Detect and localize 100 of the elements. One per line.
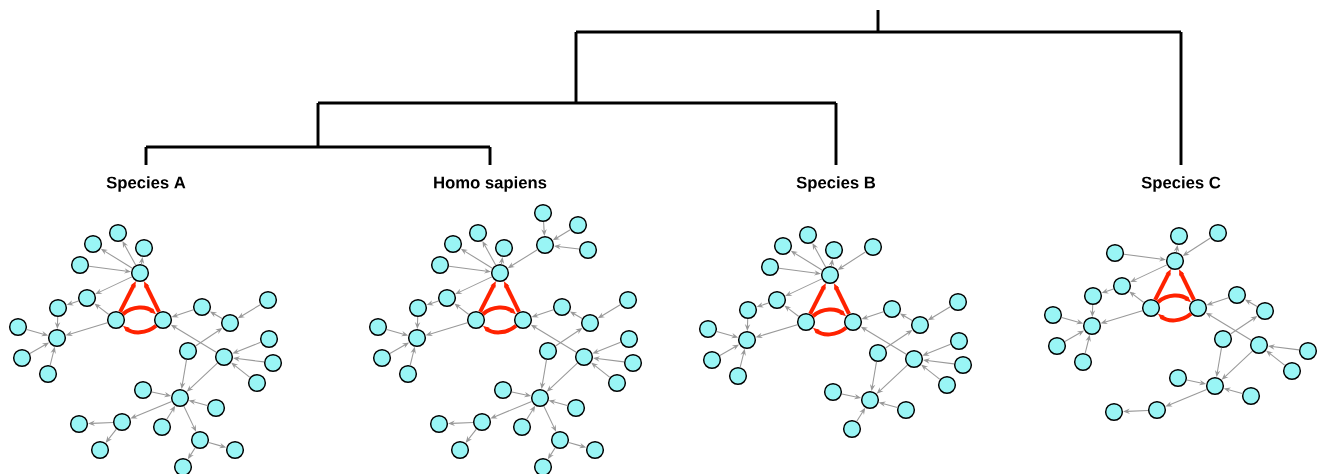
network-node (77, 288, 97, 308)
network-node (258, 290, 278, 310)
network-node (173, 457, 193, 474)
network-node (398, 364, 418, 384)
species-label: Homo sapiens (434, 176, 547, 192)
network-node (408, 298, 428, 318)
network-node (937, 375, 957, 395)
network-node (910, 315, 930, 335)
network-node (48, 298, 68, 318)
network-node (468, 223, 488, 243)
network-node (206, 398, 226, 418)
network-node (619, 329, 639, 349)
arrow (1129, 291, 1145, 304)
network-node (860, 390, 880, 410)
network-node (1227, 285, 1247, 305)
network-node (1043, 305, 1063, 325)
network-node (842, 419, 862, 439)
network-node (47, 328, 67, 348)
network-node (178, 341, 198, 361)
network-node (106, 310, 126, 330)
arrow (95, 276, 133, 295)
network-node (738, 300, 758, 320)
network-node (214, 347, 234, 367)
network-node (760, 257, 780, 277)
network-node (372, 348, 392, 368)
network-node (796, 312, 816, 332)
arrow (591, 362, 611, 378)
network-node (513, 310, 533, 330)
network-node (948, 292, 968, 312)
arrow (778, 267, 821, 276)
network-node (949, 331, 969, 351)
network-node (450, 440, 470, 460)
network-node (153, 310, 173, 330)
arrow (833, 283, 851, 315)
network-node (108, 223, 128, 243)
network-node (112, 412, 132, 432)
network-node (767, 290, 787, 310)
arrow (784, 305, 800, 318)
network-node (1047, 336, 1067, 356)
species-label: Species A (106, 176, 186, 192)
network-node (152, 417, 172, 437)
network-node (1112, 276, 1132, 296)
network-node (1249, 335, 1269, 355)
network-node (70, 255, 90, 275)
network-node (1141, 298, 1161, 318)
network-node (1147, 400, 1167, 420)
network-node (535, 235, 555, 255)
network-node (512, 417, 532, 437)
arrow (144, 281, 161, 313)
network-node (843, 312, 863, 332)
arrow (923, 358, 955, 365)
network-node (1188, 298, 1208, 318)
species-label: Species B (796, 176, 876, 192)
arrow (785, 278, 823, 297)
arrow (504, 281, 521, 313)
network-node (466, 310, 486, 330)
arrow (123, 324, 158, 335)
network-node (868, 343, 888, 363)
network-node (574, 347, 594, 367)
network-node (533, 203, 553, 223)
network-node (1298, 341, 1318, 361)
network-node (1282, 361, 1302, 381)
network-node (225, 440, 245, 460)
network-node (493, 380, 513, 400)
network-node (8, 317, 28, 337)
arrow (448, 265, 491, 274)
arrow (1266, 350, 1286, 366)
network-node (12, 348, 32, 368)
network-node (863, 237, 883, 257)
network-node (824, 240, 844, 260)
network-node (247, 373, 267, 393)
network-node (430, 255, 450, 275)
network-node (1169, 226, 1189, 246)
network-node (737, 330, 757, 350)
network-node (134, 238, 154, 258)
network-node (437, 288, 457, 308)
species-label: Species C (1141, 176, 1221, 192)
network-node (259, 329, 279, 349)
network-node (1073, 352, 1093, 372)
network-node (490, 263, 510, 283)
network-node (133, 380, 153, 400)
network-node (368, 317, 388, 337)
network-node (580, 313, 600, 333)
network-node (552, 297, 572, 317)
network-node (904, 349, 924, 369)
arrow (478, 281, 496, 313)
network-node (83, 234, 103, 254)
network-node (728, 366, 748, 386)
arrow (554, 244, 580, 250)
network-node (220, 313, 240, 333)
arrow (1123, 253, 1166, 262)
network-node (607, 373, 627, 393)
network-node (623, 353, 643, 373)
network-node (1241, 386, 1261, 406)
arrow (543, 405, 557, 432)
arrow (593, 356, 625, 363)
network-node (702, 350, 722, 370)
network-node (1105, 243, 1125, 263)
arrow (1130, 264, 1168, 283)
network-node (530, 388, 550, 408)
